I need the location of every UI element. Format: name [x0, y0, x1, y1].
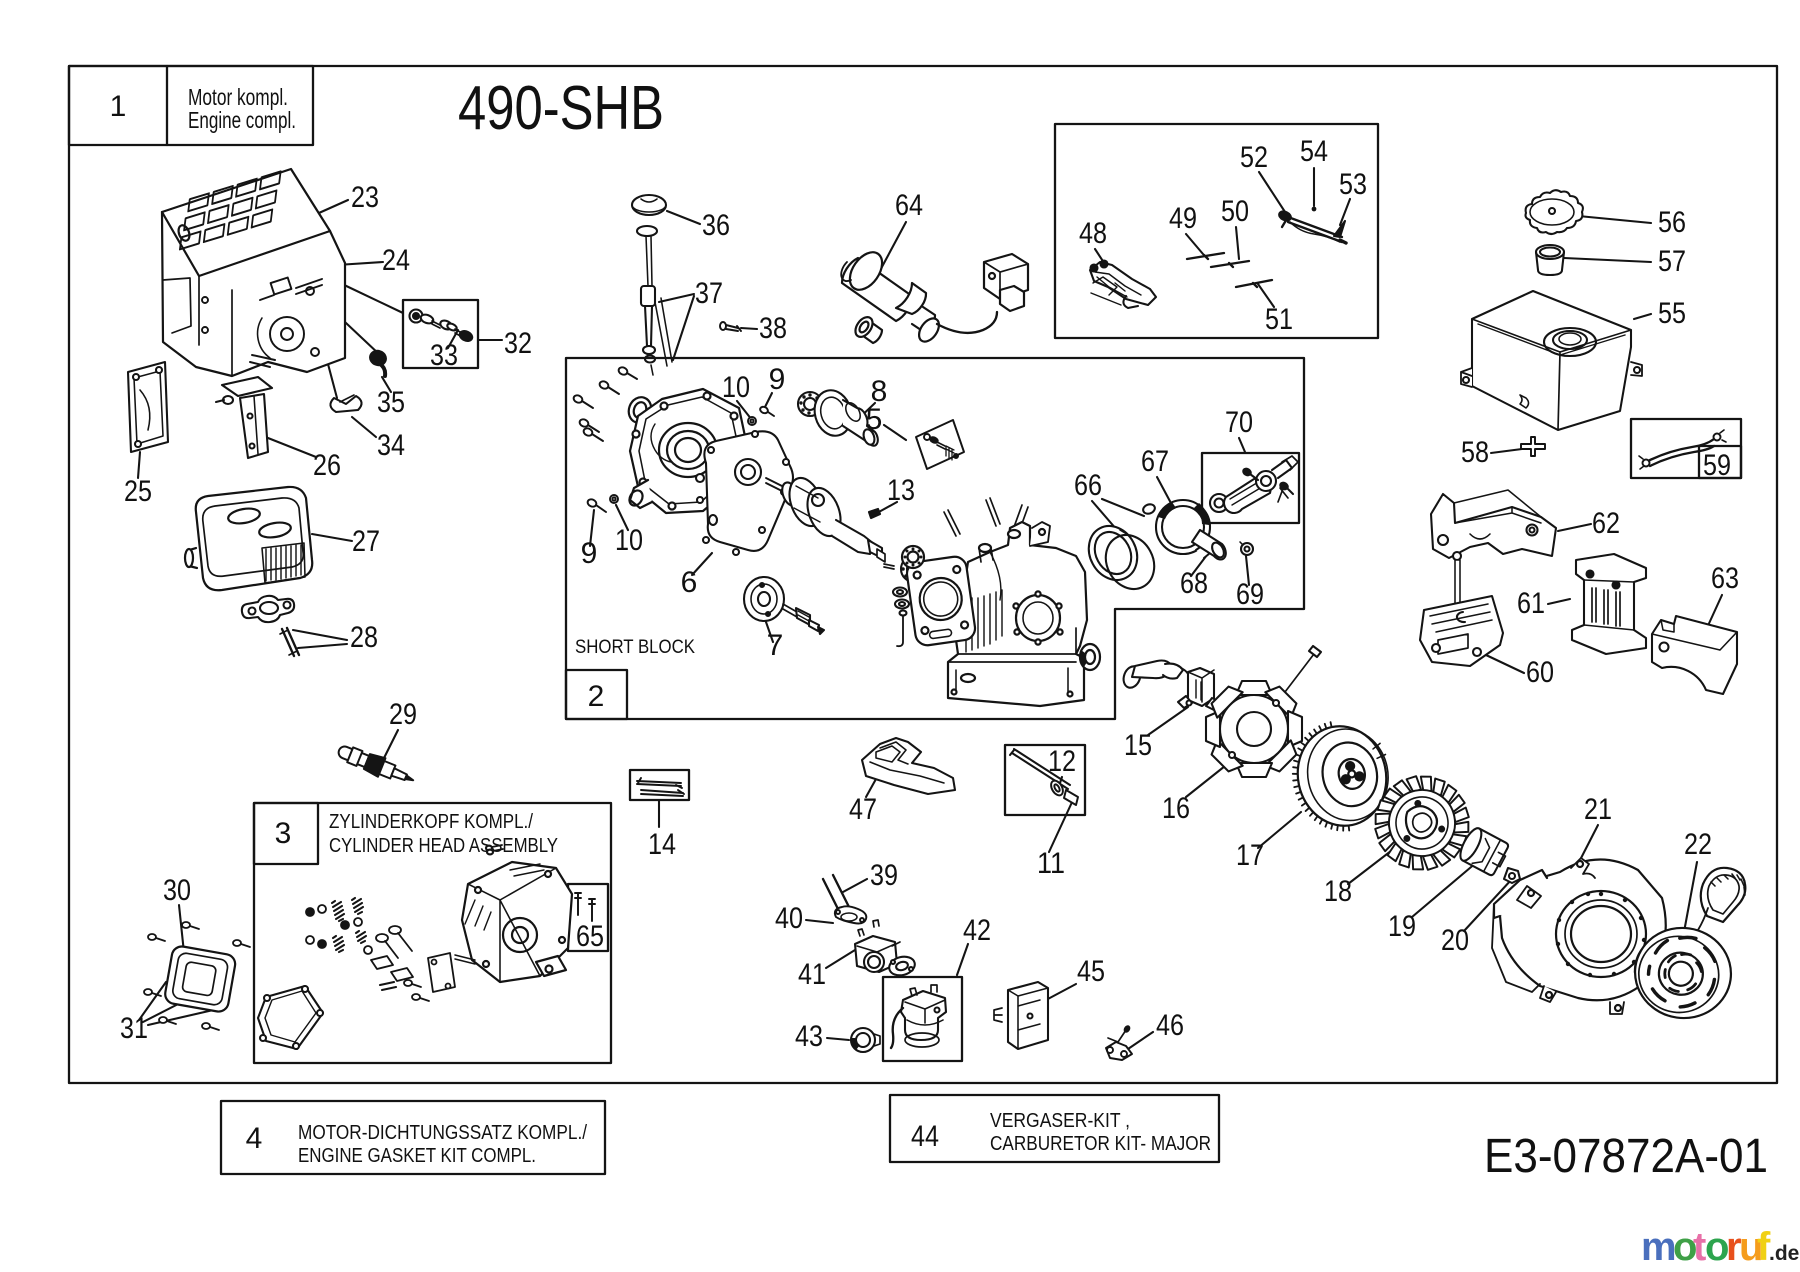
svg-text:21: 21 — [1584, 793, 1612, 826]
svg-text:23: 23 — [351, 181, 379, 214]
svg-text:47: 47 — [849, 793, 877, 826]
svg-text:60: 60 — [1526, 656, 1554, 689]
svg-text:CYLINDER HEAD ASSEMBLY: CYLINDER HEAD ASSEMBLY — [329, 835, 558, 857]
svg-text:r: r — [1726, 1225, 1742, 1269]
svg-text:490-SHB: 490-SHB — [458, 74, 664, 143]
svg-text:ENGINE GASKET KIT COMPL.: ENGINE GASKET KIT COMPL. — [298, 1145, 536, 1167]
svg-text:67: 67 — [1141, 445, 1169, 478]
svg-text:CARBURETOR KIT- MAJOR: CARBURETOR KIT- MAJOR — [990, 1133, 1211, 1155]
svg-text:t: t — [1693, 1225, 1706, 1269]
svg-text:59: 59 — [1703, 449, 1731, 482]
svg-text:33: 33 — [430, 339, 458, 372]
svg-text:Motor kompl.: Motor kompl. — [188, 84, 288, 110]
svg-text:51: 51 — [1265, 303, 1293, 336]
svg-text:44: 44 — [911, 1120, 939, 1153]
svg-text:f: f — [1757, 1225, 1771, 1269]
svg-text:34: 34 — [377, 429, 405, 462]
svg-text:Engine compl.: Engine compl. — [188, 107, 296, 133]
svg-text:3: 3 — [275, 817, 292, 850]
svg-text:61: 61 — [1517, 587, 1545, 620]
svg-text:14: 14 — [648, 828, 676, 861]
svg-text:42: 42 — [963, 914, 991, 947]
svg-text:57: 57 — [1658, 245, 1686, 278]
svg-text:38: 38 — [759, 312, 787, 345]
svg-text:8: 8 — [871, 375, 888, 408]
svg-text:37: 37 — [695, 277, 723, 310]
svg-text:.de: .de — [1769, 1242, 1799, 1265]
svg-text:66: 66 — [1074, 469, 1102, 502]
svg-text:4: 4 — [246, 1122, 263, 1155]
svg-text:30: 30 — [163, 874, 191, 907]
svg-text:10: 10 — [722, 371, 750, 404]
svg-text:22: 22 — [1684, 828, 1712, 861]
svg-text:50: 50 — [1221, 195, 1249, 228]
svg-text:m: m — [1641, 1225, 1677, 1269]
svg-text:49: 49 — [1169, 202, 1197, 235]
svg-text:o: o — [1705, 1225, 1729, 1269]
svg-text:45: 45 — [1077, 955, 1105, 988]
svg-text:19: 19 — [1388, 910, 1416, 943]
svg-text:36: 36 — [702, 209, 730, 242]
svg-text:40: 40 — [775, 902, 803, 935]
svg-text:28: 28 — [350, 621, 378, 654]
svg-text:9: 9 — [769, 363, 786, 396]
svg-text:26: 26 — [313, 449, 341, 482]
svg-text:52: 52 — [1240, 141, 1268, 174]
svg-text:ZYLINDERKOPF KOMPL./: ZYLINDERKOPF KOMPL./ — [329, 811, 533, 833]
svg-text:9: 9 — [581, 537, 598, 570]
svg-text:41: 41 — [798, 958, 826, 991]
svg-text:43: 43 — [795, 1020, 823, 1053]
svg-text:2: 2 — [588, 680, 605, 713]
svg-text:13: 13 — [887, 474, 915, 507]
svg-text:62: 62 — [1592, 507, 1620, 540]
svg-text:24: 24 — [382, 244, 410, 277]
svg-text:32: 32 — [504, 327, 532, 360]
svg-text:25: 25 — [124, 475, 152, 508]
svg-text:63: 63 — [1711, 562, 1739, 595]
svg-text:65: 65 — [576, 920, 604, 953]
svg-text:56: 56 — [1658, 206, 1686, 239]
svg-text:18: 18 — [1324, 875, 1352, 908]
svg-text:70: 70 — [1225, 406, 1253, 439]
svg-text:53: 53 — [1339, 168, 1367, 201]
svg-text:E3-07872A-01: E3-07872A-01 — [1484, 1130, 1768, 1183]
svg-text:10: 10 — [615, 524, 643, 557]
svg-text:1: 1 — [110, 90, 127, 123]
svg-text:58: 58 — [1461, 436, 1489, 469]
svg-text:o: o — [1673, 1225, 1697, 1269]
svg-text:12: 12 — [1048, 745, 1076, 778]
svg-text:u: u — [1739, 1225, 1763, 1269]
svg-text:55: 55 — [1658, 297, 1686, 330]
svg-text:46: 46 — [1156, 1009, 1184, 1042]
svg-text:17: 17 — [1236, 839, 1264, 872]
svg-text:64: 64 — [895, 189, 923, 222]
svg-text:MOTOR-DICHTUNGSSATZ KOMPL./: MOTOR-DICHTUNGSSATZ KOMPL./ — [298, 1122, 587, 1144]
svg-text:48: 48 — [1079, 217, 1107, 250]
svg-text:VERGASER-KIT ,: VERGASER-KIT , — [990, 1110, 1130, 1132]
svg-text:27: 27 — [352, 525, 380, 558]
svg-text:54: 54 — [1300, 135, 1328, 168]
svg-text:SHORT BLOCK: SHORT BLOCK — [575, 637, 695, 658]
svg-text:11: 11 — [1037, 847, 1065, 880]
svg-text:31: 31 — [120, 1012, 148, 1045]
svg-text:29: 29 — [389, 698, 417, 731]
svg-text:39: 39 — [870, 859, 898, 892]
svg-text:69: 69 — [1236, 578, 1264, 611]
